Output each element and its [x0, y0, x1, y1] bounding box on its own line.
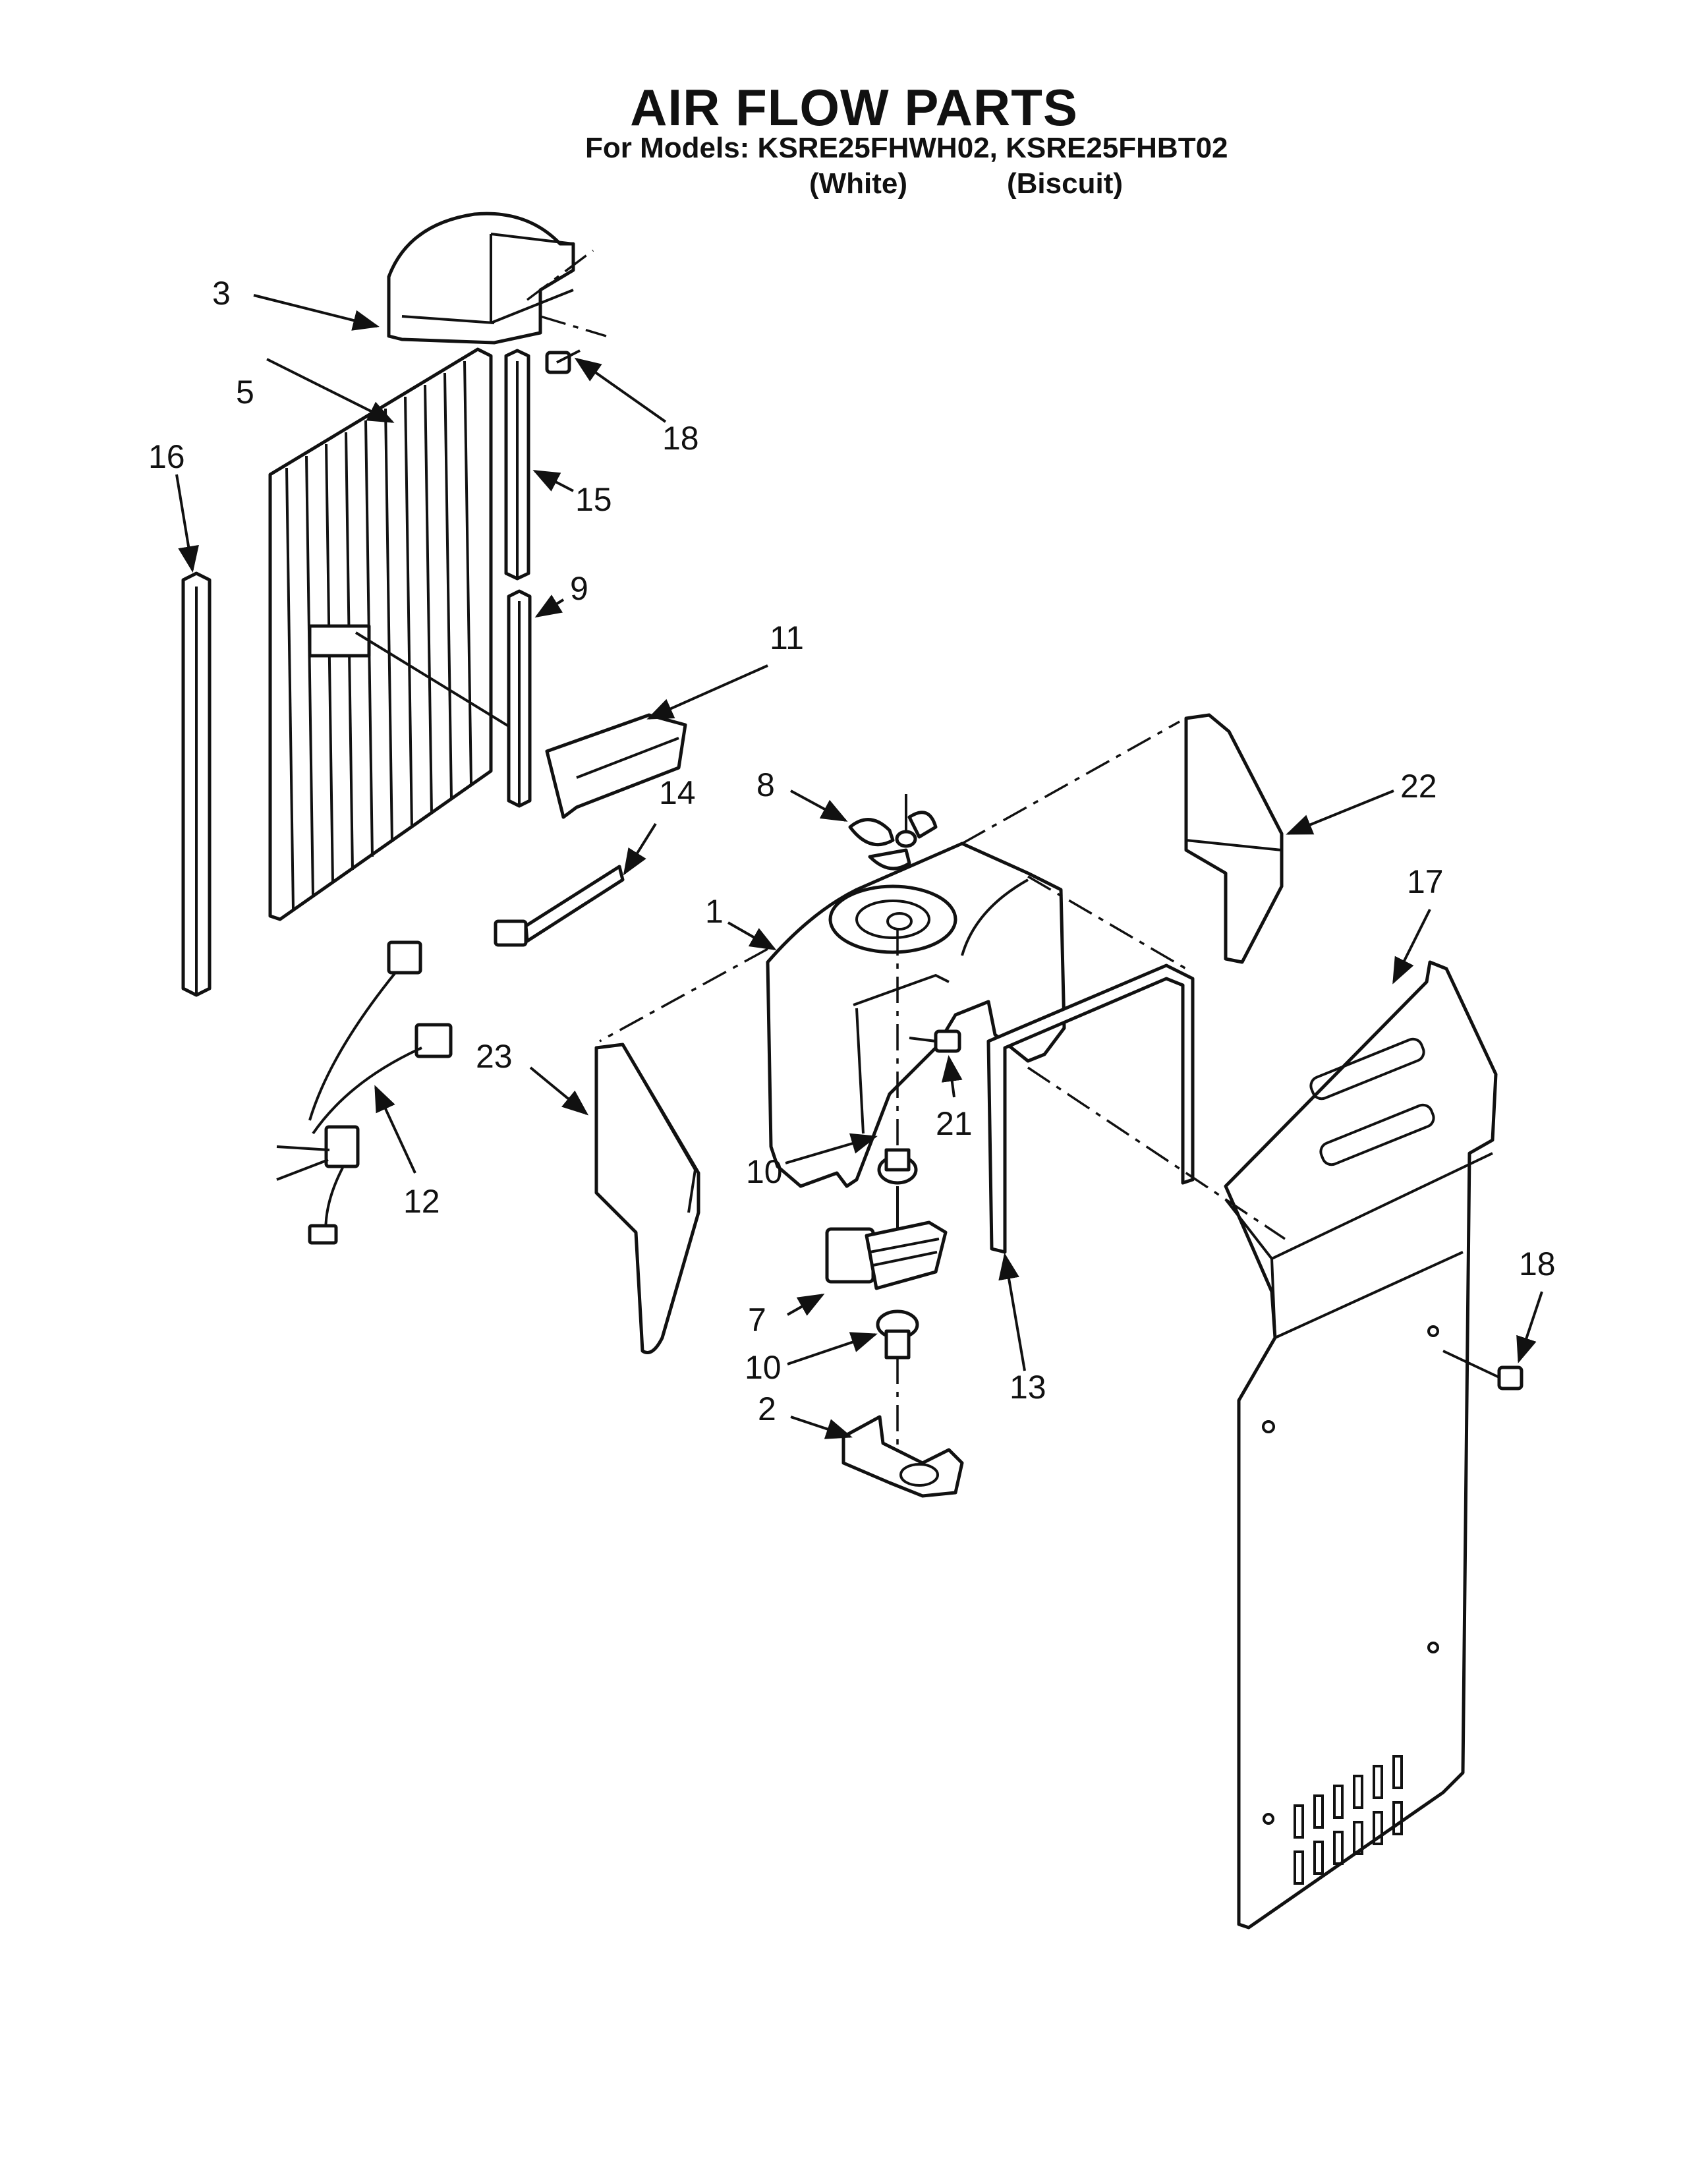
part-5-evaporator-grid: [268, 347, 519, 921]
part-1-fan-shroud: [766, 842, 1066, 1188]
part-21-screw: [909, 1029, 961, 1053]
callout-14: 14: [659, 774, 696, 811]
callout-22: 22: [1400, 768, 1437, 805]
part-2-motor-bracket: [841, 1415, 964, 1498]
part-7-fan-motor: [825, 1186, 948, 1290]
part-17-rear-panel: [1224, 960, 1498, 1930]
variant-biscuit: (Biscuit): [1007, 167, 1123, 200]
callout-5: 5: [236, 374, 254, 411]
part-14-thermal-sensor: [494, 865, 625, 947]
callout-21: 21: [936, 1105, 973, 1142]
models-subtitle: For Models: KSRE25FHWH02, KSRE25FHBT02: [585, 132, 1228, 164]
callout-10-lower: 10: [745, 1349, 782, 1386]
callout-7: 7: [748, 1302, 766, 1338]
part-16-foam-strip: [181, 571, 212, 997]
callout-11: 11: [770, 619, 804, 656]
part-8-fan-blade: [848, 794, 938, 871]
callout-leaders: [175, 294, 1543, 1439]
part-3-duct-cover: [387, 212, 607, 345]
variant-white: (White): [809, 167, 908, 200]
page-title: AIR FLOW PARTS: [630, 78, 1078, 136]
callout-18-upper: 18: [662, 420, 699, 457]
part-10-grommet-upper: [877, 1148, 918, 1185]
callout-23: 23: [476, 1038, 513, 1075]
rear-panel-vents: [1294, 1755, 1403, 1885]
assembly-lines: [599, 720, 1286, 1450]
diagram-header: AIR FLOW PARTS For Models: KSRE25FHWH02,…: [0, 0, 1708, 211]
part-9-foam-strip: [507, 589, 532, 808]
callout-16: 16: [148, 438, 185, 475]
part-23-left-duct-panel: [594, 1043, 700, 1354]
callout-labels: 3 5 16 18 15 9 11 8 22 14 1 17 23 12 21 …: [148, 275, 1556, 1427]
part-22-right-duct-panel: [1184, 713, 1284, 964]
part-12-wire-harness: [276, 940, 453, 1245]
callout-15: 15: [575, 481, 612, 518]
callout-18-lower: 18: [1519, 1246, 1556, 1282]
part-10-grommet-lower: [876, 1309, 919, 1360]
callout-2: 2: [758, 1390, 776, 1427]
part-18-screw-upper: [545, 349, 581, 374]
callout-10-upper: 10: [746, 1153, 783, 1190]
callout-9: 9: [570, 570, 588, 607]
callout-1: 1: [705, 893, 724, 930]
part-15-foam-strip: [504, 349, 530, 581]
callout-3: 3: [212, 275, 231, 312]
part-13-u-seal: [986, 963, 1195, 1254]
callout-13: 13: [1010, 1369, 1046, 1406]
callout-12: 12: [403, 1183, 440, 1220]
callout-8: 8: [756, 766, 775, 803]
callout-17: 17: [1407, 863, 1444, 900]
part-18-screw-lower: [1442, 1350, 1523, 1390]
